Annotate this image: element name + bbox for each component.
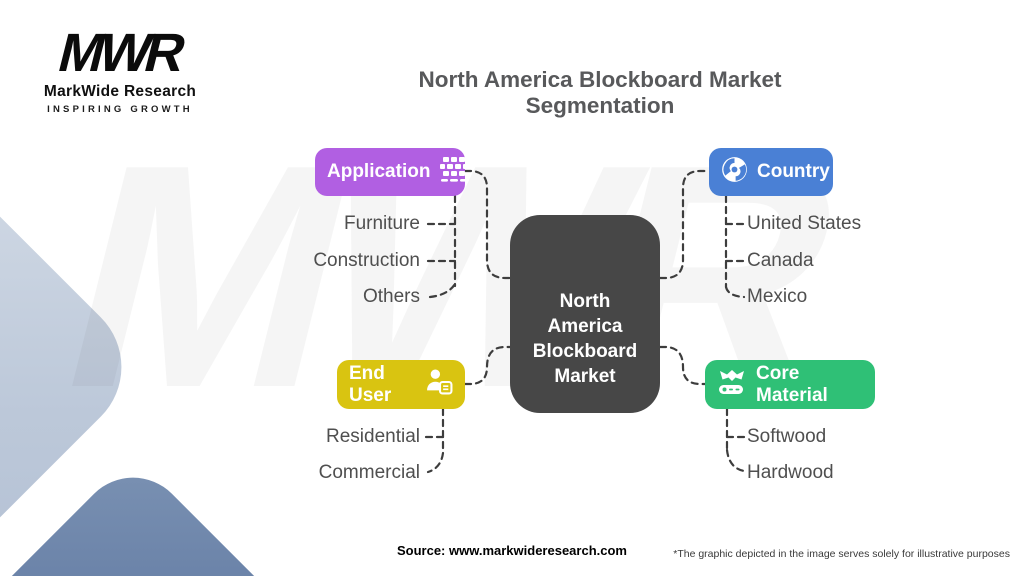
item-residential: Residential <box>326 426 420 447</box>
badge-application-label: Application <box>327 161 431 182</box>
item-united-states: United States <box>747 213 862 234</box>
source-text: Source: www.markwideresearch.com <box>396 543 627 558</box>
logo-name: MarkWide Research <box>43 83 197 100</box>
item-commercial: Commercial <box>318 462 420 483</box>
badge-core-material-label: Core Material <box>756 362 828 406</box>
badge-application: Application <box>315 148 468 196</box>
center-node-line: Market <box>554 366 616 387</box>
badge-country: Country <box>709 148 833 196</box>
item-others: Others <box>362 286 420 307</box>
item-construction: Construction <box>313 250 420 271</box>
materials-icon <box>717 368 747 402</box>
badge-end-user: End User <box>337 360 465 409</box>
center-node-market: North America Blockboard Market <box>510 215 660 413</box>
badge-end-user-label: End User <box>349 362 392 406</box>
item-softwood: Softwood <box>747 426 827 447</box>
logo-monogram: MWR <box>52 23 188 83</box>
badge-country-label: Country <box>757 161 830 182</box>
item-canada: Canada <box>747 250 814 271</box>
user-card-icon <box>426 368 453 401</box>
item-furniture: Furniture <box>343 213 420 234</box>
item-hardwood: Hardwood <box>747 462 834 483</box>
connector-enduser-commercial <box>426 451 445 474</box>
page-title: North America Blockboard Market Segmenta… <box>418 67 782 118</box>
markwide-research-logo: MWR MarkWide Research INSPIRING GROWTH <box>40 23 200 115</box>
center-node-line: North <box>559 291 611 312</box>
center-node-line: America <box>547 316 623 337</box>
item-mexico: Mexico <box>747 286 808 307</box>
badge-core-material: Core Material <box>705 360 875 409</box>
disclaimer-text: *The graphic depicted in the image serve… <box>673 548 1010 560</box>
globe-icon <box>721 156 748 189</box>
center-node-line: Blockboard <box>532 341 638 362</box>
logo-tagline: INSPIRING GROWTH <box>47 104 193 115</box>
brick-wall-icon <box>439 155 469 189</box>
